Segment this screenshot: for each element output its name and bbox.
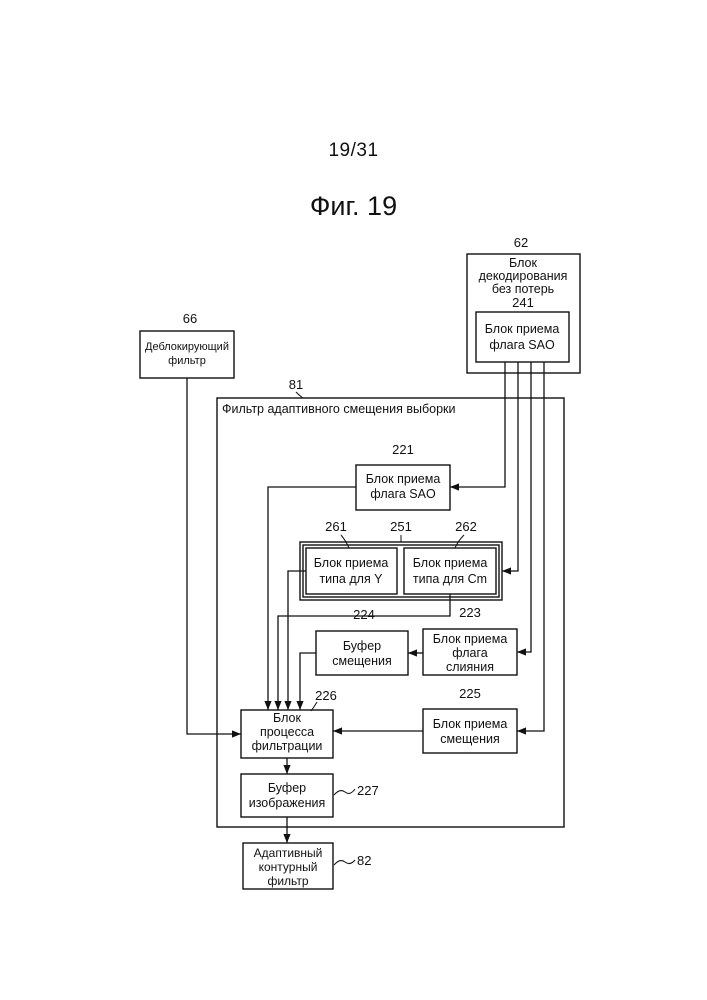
type-cm-line-1: Блок приема	[413, 556, 488, 570]
wire-offset-buffer-to-filter-process	[300, 653, 316, 710]
merge-flag-line-3: слияния	[446, 660, 494, 674]
merge-flag-line-1: Блок приема	[433, 632, 508, 646]
ref-62: 62	[514, 235, 528, 250]
wire-deblocking-to-filter-process	[187, 378, 241, 734]
merge-flag-line-2: флага	[452, 646, 488, 660]
filter-process-line-3: фильтрации	[252, 739, 323, 753]
offset-buffer-box	[316, 631, 408, 675]
offset-receiver-line-1: Блок приема	[433, 717, 508, 731]
wire-decoder-to-sao-flag-inner	[450, 362, 505, 487]
ref-81: 81	[289, 377, 303, 392]
image-buffer-line-2: изображения	[249, 796, 326, 810]
type-y-line-2: типа для Y	[319, 572, 383, 586]
adaptive-loop-filter-line-1: Адаптивный	[254, 846, 323, 860]
ref-82-leader	[334, 860, 355, 865]
ref-66: 66	[183, 311, 197, 326]
type-y-box	[306, 548, 397, 594]
ref-224: 224	[353, 607, 375, 622]
sao-filter-frame	[217, 398, 564, 827]
sao-flag-inner-line-2: флага SAO	[370, 487, 436, 501]
offset-buffer-line-1: Буфер	[343, 639, 381, 653]
deblocking-filter-line-2: фильтр	[168, 355, 206, 367]
image-buffer-line-1: Буфер	[268, 781, 306, 795]
offset-receiver-line-2: смещения	[440, 732, 500, 746]
offset-receiver-box	[423, 709, 517, 753]
type-y-line-1: Блок приема	[314, 556, 389, 570]
offset-buffer-line-2: смещения	[332, 654, 392, 668]
adaptive-loop-filter-line-3: фильтр	[267, 874, 308, 888]
lossless-decoder-line-2: декодирования	[479, 269, 568, 283]
sao-flag-inner-line-1: Блок приема	[366, 472, 441, 486]
adaptive-loop-filter-line-2: контурный	[259, 860, 318, 874]
ref-261: 261	[325, 519, 347, 534]
sao-flag-outer-box	[476, 312, 569, 362]
ref-262: 262	[455, 519, 477, 534]
type-cm-line-2: типа для Cm	[413, 572, 487, 586]
deblocking-filter-line-1: Деблокирующий	[145, 341, 229, 353]
sao-flag-outer-line-1: Блок приема	[485, 322, 560, 336]
ref-226: 226	[315, 688, 337, 703]
sao-flag-outer-line-2: флага SAO	[489, 338, 555, 352]
lossless-decoder-line-1: Блок	[509, 256, 537, 270]
filter-process-line-1: Блок	[273, 711, 301, 725]
ref-225: 225	[459, 686, 481, 701]
filter-process-line-2: процесса	[260, 725, 314, 739]
wire-decoder-to-merge-flag	[517, 362, 531, 652]
ref-227: 227	[357, 783, 379, 798]
ref-251: 251	[390, 519, 412, 534]
sao-filter-label: Фильтр адаптивного смещения выборки	[222, 402, 456, 416]
ref-81-leader	[296, 392, 303, 398]
ref-241: 241	[512, 295, 534, 310]
ref-82: 82	[357, 853, 371, 868]
ref-223: 223	[459, 605, 481, 620]
lossless-decoder-line-3: без потерь	[492, 282, 554, 296]
ref-221: 221	[392, 442, 414, 457]
ref-227-leader	[334, 789, 355, 795]
type-cm-box	[404, 548, 496, 594]
